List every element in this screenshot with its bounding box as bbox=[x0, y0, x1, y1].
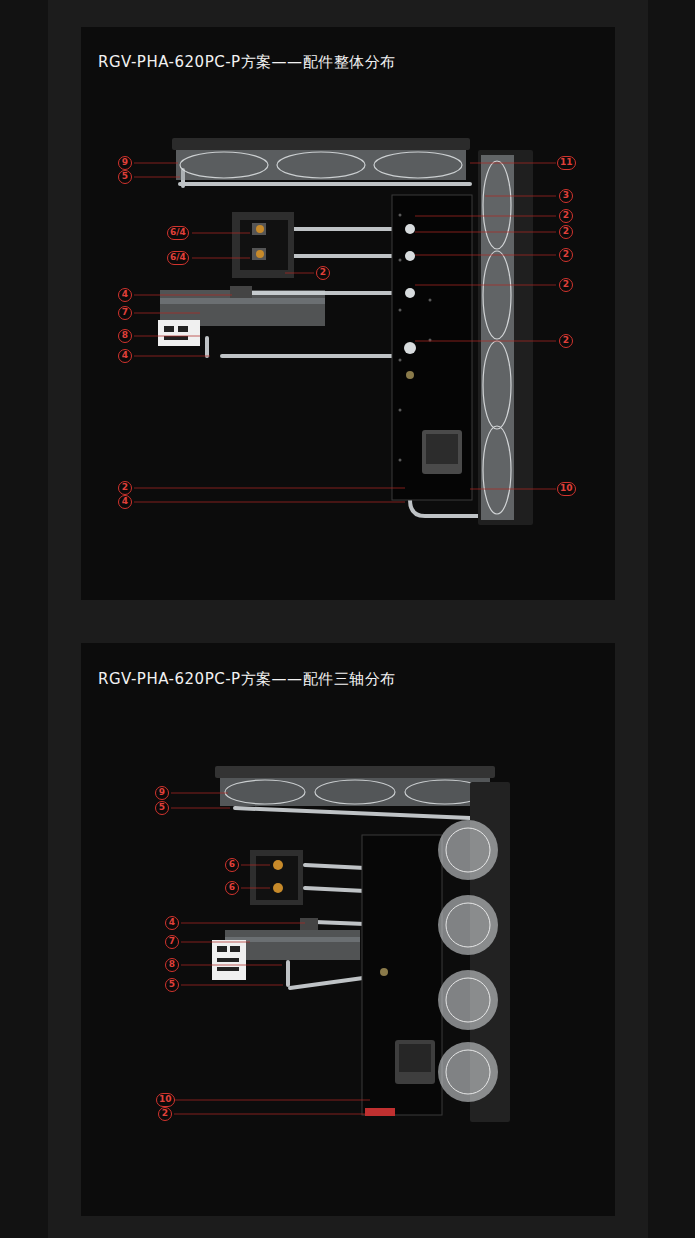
callout-number: 9 bbox=[155, 786, 169, 800]
panel-title: RGV-PHA-620PC-P方案——配件整体分布 bbox=[98, 53, 396, 72]
callout-number: 4 bbox=[118, 349, 132, 363]
callout-number: 10 bbox=[156, 1093, 175, 1107]
callout-number: 6/4 bbox=[167, 226, 189, 240]
panel: RGV-PHA-620PC-P方案——配件三轴分布 bbox=[81, 643, 615, 1216]
callout-number: 2 bbox=[559, 225, 573, 239]
callout-number: 4 bbox=[118, 495, 132, 509]
callout-number: 6/4 bbox=[167, 251, 189, 265]
callout-number: 5 bbox=[155, 801, 169, 815]
panel: RGV-PHA-620PC-P方案——配件整体分布 bbox=[81, 27, 615, 600]
panel-title: RGV-PHA-620PC-P方案——配件三轴分布 bbox=[98, 670, 396, 689]
callout-number: 2 bbox=[559, 248, 573, 262]
callout-number: 6 bbox=[225, 881, 239, 895]
callout-number: 2 bbox=[559, 209, 573, 223]
callout-number: 2 bbox=[559, 278, 573, 292]
callout-number: 10 bbox=[557, 482, 576, 496]
callout-number: 4 bbox=[118, 288, 132, 302]
callout-number: 2 bbox=[316, 266, 330, 280]
callout-number: 7 bbox=[165, 935, 179, 949]
callout-number: 7 bbox=[118, 306, 132, 320]
callout-number: 8 bbox=[165, 958, 179, 972]
callout-number: 5 bbox=[118, 170, 132, 184]
callout-number: 5 bbox=[165, 978, 179, 992]
callout-number: 9 bbox=[118, 156, 132, 170]
callout-number: 6 bbox=[225, 858, 239, 872]
callout-number: 8 bbox=[118, 329, 132, 343]
callout-number: 11 bbox=[557, 156, 576, 170]
callout-number: 2 bbox=[118, 481, 132, 495]
callout-number: 2 bbox=[559, 334, 573, 348]
callout-number: 2 bbox=[158, 1107, 172, 1121]
callout-number: 4 bbox=[165, 916, 179, 930]
callout-number: 3 bbox=[559, 189, 573, 203]
